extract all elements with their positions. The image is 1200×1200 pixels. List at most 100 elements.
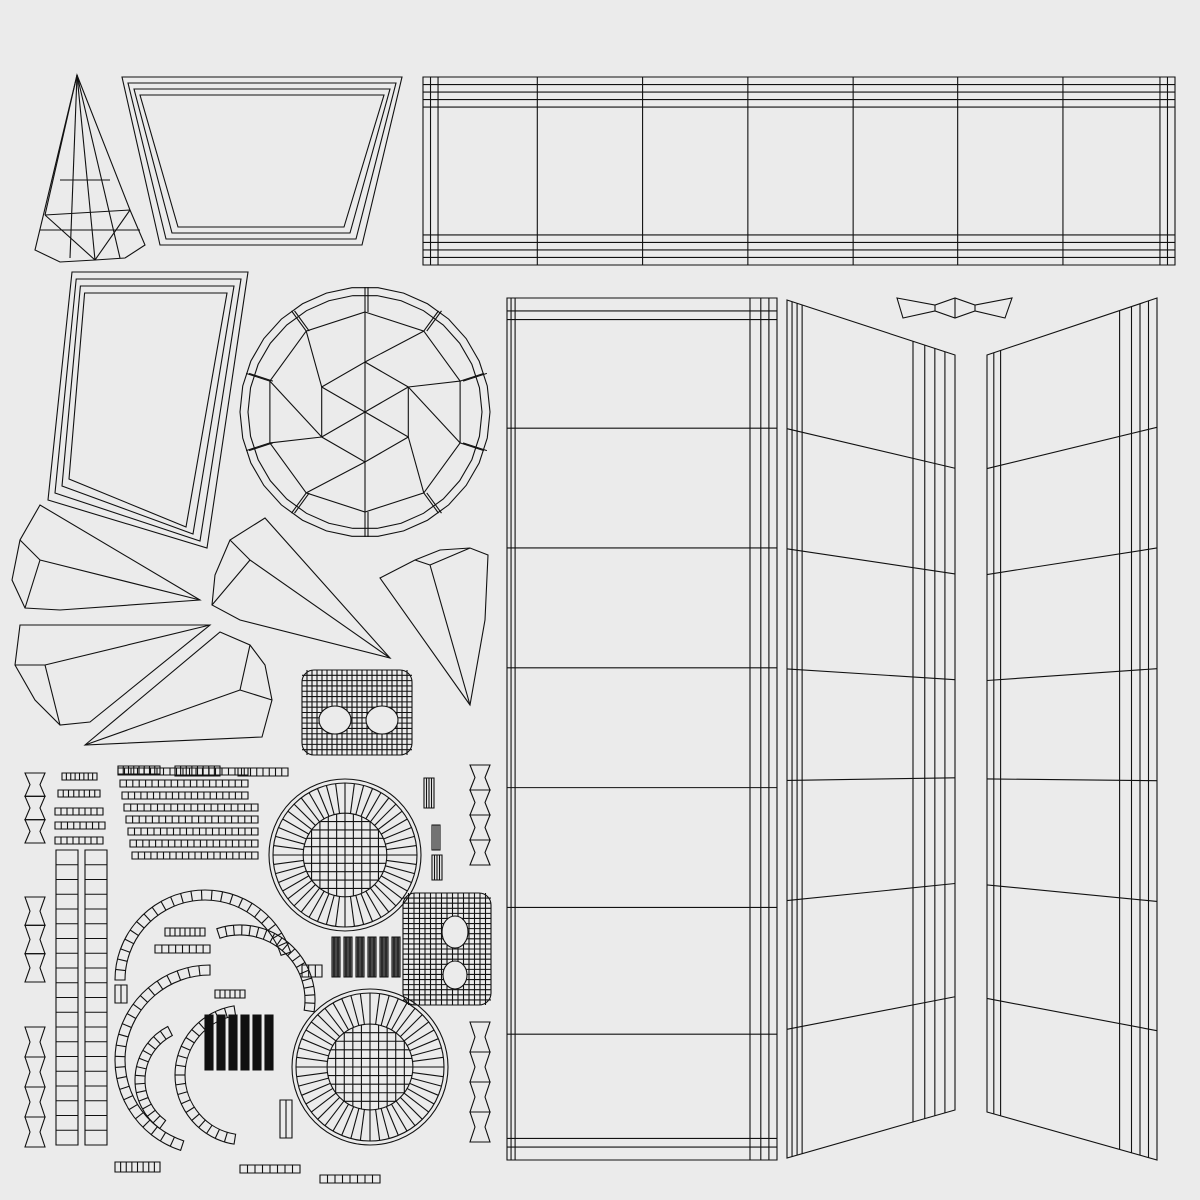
uv-edge xyxy=(122,1024,131,1028)
wedge-islands xyxy=(12,505,488,745)
uv-edge xyxy=(215,1012,219,1021)
uv-edge xyxy=(140,95,384,227)
uv-edge xyxy=(380,548,488,705)
uv-edge xyxy=(385,866,414,874)
uv-edge xyxy=(224,1132,227,1142)
uv-edge xyxy=(356,895,364,924)
uv-edge xyxy=(175,1006,236,1144)
uv-edge xyxy=(408,381,460,387)
uv-edge xyxy=(116,969,126,970)
uv-edge xyxy=(25,1117,45,1147)
uv-edge xyxy=(404,1022,429,1041)
uv-edge xyxy=(322,412,365,437)
uv-edge xyxy=(360,994,364,1025)
uv-edge xyxy=(124,1096,133,1100)
uv-edge xyxy=(45,625,210,665)
uv-edge xyxy=(376,994,380,1025)
uv-edge xyxy=(178,1092,188,1095)
uv-edge xyxy=(427,493,442,513)
uv-edge xyxy=(152,907,158,915)
uv-edge xyxy=(45,210,130,215)
uv-edge xyxy=(15,625,210,725)
uv-edge xyxy=(147,1110,155,1116)
uv-edge xyxy=(270,933,275,942)
uv-edge xyxy=(142,1104,151,1109)
trapezoid-island xyxy=(122,77,402,245)
uv-edge xyxy=(278,942,287,946)
uv-edge xyxy=(396,1101,415,1126)
uv-edge xyxy=(378,880,402,898)
uv-edge xyxy=(415,560,430,565)
uv-edge xyxy=(460,373,484,381)
uv-edge xyxy=(249,443,273,451)
uv-edge xyxy=(212,560,250,605)
uv-edge xyxy=(230,894,233,904)
uv-edge xyxy=(70,75,77,258)
uv-edge xyxy=(306,1030,333,1046)
uv-edge xyxy=(460,443,484,451)
uv-edge xyxy=(365,331,424,362)
uv-edge xyxy=(408,387,460,443)
uv-edge xyxy=(336,784,340,814)
uv-edge xyxy=(282,943,288,951)
uv-edge xyxy=(370,888,388,912)
uv-edge xyxy=(246,373,270,381)
uv-edge xyxy=(317,894,329,922)
uv-edge xyxy=(263,930,267,939)
uv-edge xyxy=(292,989,448,1145)
chain-islands xyxy=(25,765,490,1147)
uv-edge xyxy=(137,922,145,928)
uv-edge xyxy=(274,846,304,850)
uv-edge xyxy=(136,1091,146,1093)
uv-edge xyxy=(171,897,175,906)
uv-edge xyxy=(360,1110,364,1141)
uv-edge xyxy=(365,387,408,412)
uv-edge xyxy=(274,860,304,864)
uv-edge xyxy=(400,1097,422,1119)
top-strip-island xyxy=(423,77,1175,265)
uv-edge xyxy=(430,548,470,565)
uv-edge xyxy=(391,1104,407,1131)
uv-edge xyxy=(230,540,250,560)
uv-edge xyxy=(116,1045,126,1047)
uv-edge xyxy=(188,968,190,978)
uv-edge xyxy=(361,788,373,816)
uv-edge xyxy=(186,1037,194,1042)
uv-edge xyxy=(413,1073,444,1077)
uv-edge xyxy=(424,311,439,331)
uv-edge xyxy=(787,884,955,901)
uv-edge xyxy=(391,1003,407,1030)
uv-edge xyxy=(248,296,482,529)
uv-edge xyxy=(288,880,312,898)
uv-edge xyxy=(443,961,467,989)
uv-edge xyxy=(376,1110,380,1141)
uv-edge xyxy=(125,939,134,944)
uv-edge xyxy=(410,1039,439,1051)
uv-edge xyxy=(295,311,310,331)
uv-edge xyxy=(366,891,381,917)
uv-edge xyxy=(407,1088,434,1104)
uv-edge xyxy=(62,286,234,534)
uv-edge xyxy=(25,820,45,843)
uv-edge xyxy=(151,1127,157,1135)
uv-edge xyxy=(119,1034,129,1037)
uv-edge xyxy=(238,898,242,907)
uv-edge xyxy=(139,1098,148,1102)
uv-edge xyxy=(987,779,1157,781)
uv-edge xyxy=(987,548,1157,575)
uv-edge xyxy=(135,1075,145,1076)
uv-edge xyxy=(288,949,295,956)
uv-edge xyxy=(255,909,261,917)
uv-edge xyxy=(350,896,354,926)
uv-edge xyxy=(122,77,402,245)
uv-edge xyxy=(12,505,200,610)
uv-edge xyxy=(292,955,300,961)
uv-edge xyxy=(240,645,250,690)
uv-edge xyxy=(77,75,120,258)
uv-edge xyxy=(342,1107,354,1136)
uv-edge xyxy=(326,895,334,924)
uv-edge xyxy=(192,1030,200,1036)
uv-edge xyxy=(77,75,95,260)
uv-edge xyxy=(212,518,390,658)
